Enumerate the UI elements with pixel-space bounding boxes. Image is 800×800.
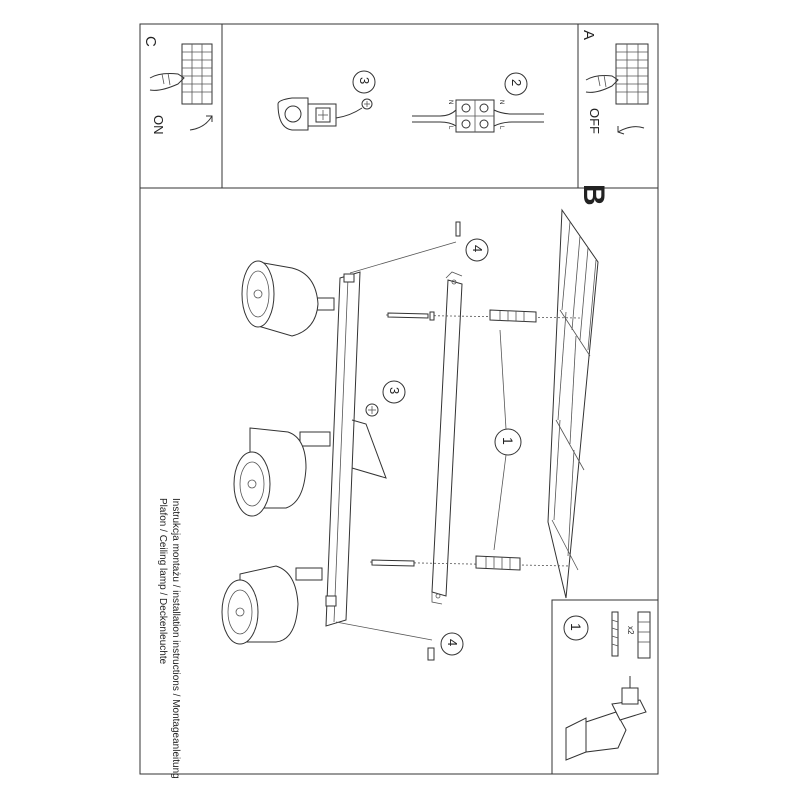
panel-a-state: OFF [587, 108, 602, 134]
step-badge-icon [563, 615, 589, 641]
terminal-n-right: N [498, 100, 504, 104]
dowel-icon [475, 555, 521, 571]
outer-frame [139, 23, 659, 775]
dowel-icon [489, 309, 537, 323]
terminal-l-left: L [447, 126, 453, 130]
instructions-line-2: Plafon / Ceiling lamp / Deckenleuchte [157, 498, 168, 665]
step2-terminal-block: 2 N L N L [412, 72, 544, 133]
earth-symbol-icon [365, 403, 379, 417]
step3-earth-detail: 3 [277, 70, 376, 131]
instructions-text: Instrukcja montażu / installation instru… [156, 498, 182, 779]
step-badge-icon [494, 428, 522, 456]
mounting-bracket [431, 271, 463, 605]
switch-on-icon [149, 43, 213, 105]
lamp-bar [325, 271, 361, 627]
guide-line [335, 621, 433, 641]
screw-icon [371, 559, 415, 567]
step4-bottom-number: 4 [445, 639, 460, 646]
dowel-icon [637, 611, 651, 659]
panel-c-state: ON [151, 115, 166, 135]
step-badge-icon [352, 70, 376, 94]
step4-top: 4 [455, 221, 489, 262]
step3-mid-earth: 3 [351, 380, 406, 479]
step2-number: 2 [509, 79, 524, 86]
panel-a-letter: A [580, 30, 597, 40]
earth-wire [351, 419, 387, 479]
step-badge-icon [465, 238, 489, 262]
spotlight-middle [233, 427, 331, 517]
step-badge-icon [440, 632, 464, 656]
step4-bottom: 4 [427, 632, 464, 661]
panel-c: C ON [142, 36, 213, 135]
earth-symbol-icon [361, 98, 373, 110]
guide-line [349, 241, 457, 274]
terminal-l-right: L [498, 126, 504, 130]
quantity-label: x2 [626, 626, 635, 635]
terminal-n-left: N [447, 100, 453, 104]
step4-top-number: 4 [470, 245, 485, 252]
step1-tools-number: 1 [568, 623, 584, 631]
screw-icon [387, 312, 429, 319]
switch-off-icon [585, 43, 649, 105]
instructions-line-1: Instrukcja montażu / installation instru… [170, 498, 181, 779]
step1-number: 1 [500, 437, 516, 445]
step-badge-icon [382, 380, 406, 404]
panel-a: A OFF [580, 30, 649, 135]
step1-tools-panel: 1 x2 [551, 599, 659, 775]
step3-mid-number: 3 [387, 387, 402, 394]
screw-icon [427, 647, 435, 661]
step-badge-icon [504, 72, 528, 96]
step1-callout: 1 [493, 329, 522, 551]
panel-b-letter: B [577, 184, 610, 206]
screw-icon [611, 611, 619, 657]
screw-icon [455, 221, 461, 237]
ceiling-surface [547, 208, 599, 599]
step3-top-number: 3 [357, 77, 372, 84]
spotlight-top [241, 260, 335, 337]
spotlight-bottom [221, 565, 323, 645]
upper-fixing [385, 309, 581, 323]
lower-fixing [369, 555, 571, 571]
rotate-arrow-icon [189, 115, 213, 131]
drill-icon [565, 676, 647, 761]
rotate-arrow-icon [617, 126, 645, 133]
panel-c-letter: C [142, 36, 159, 47]
